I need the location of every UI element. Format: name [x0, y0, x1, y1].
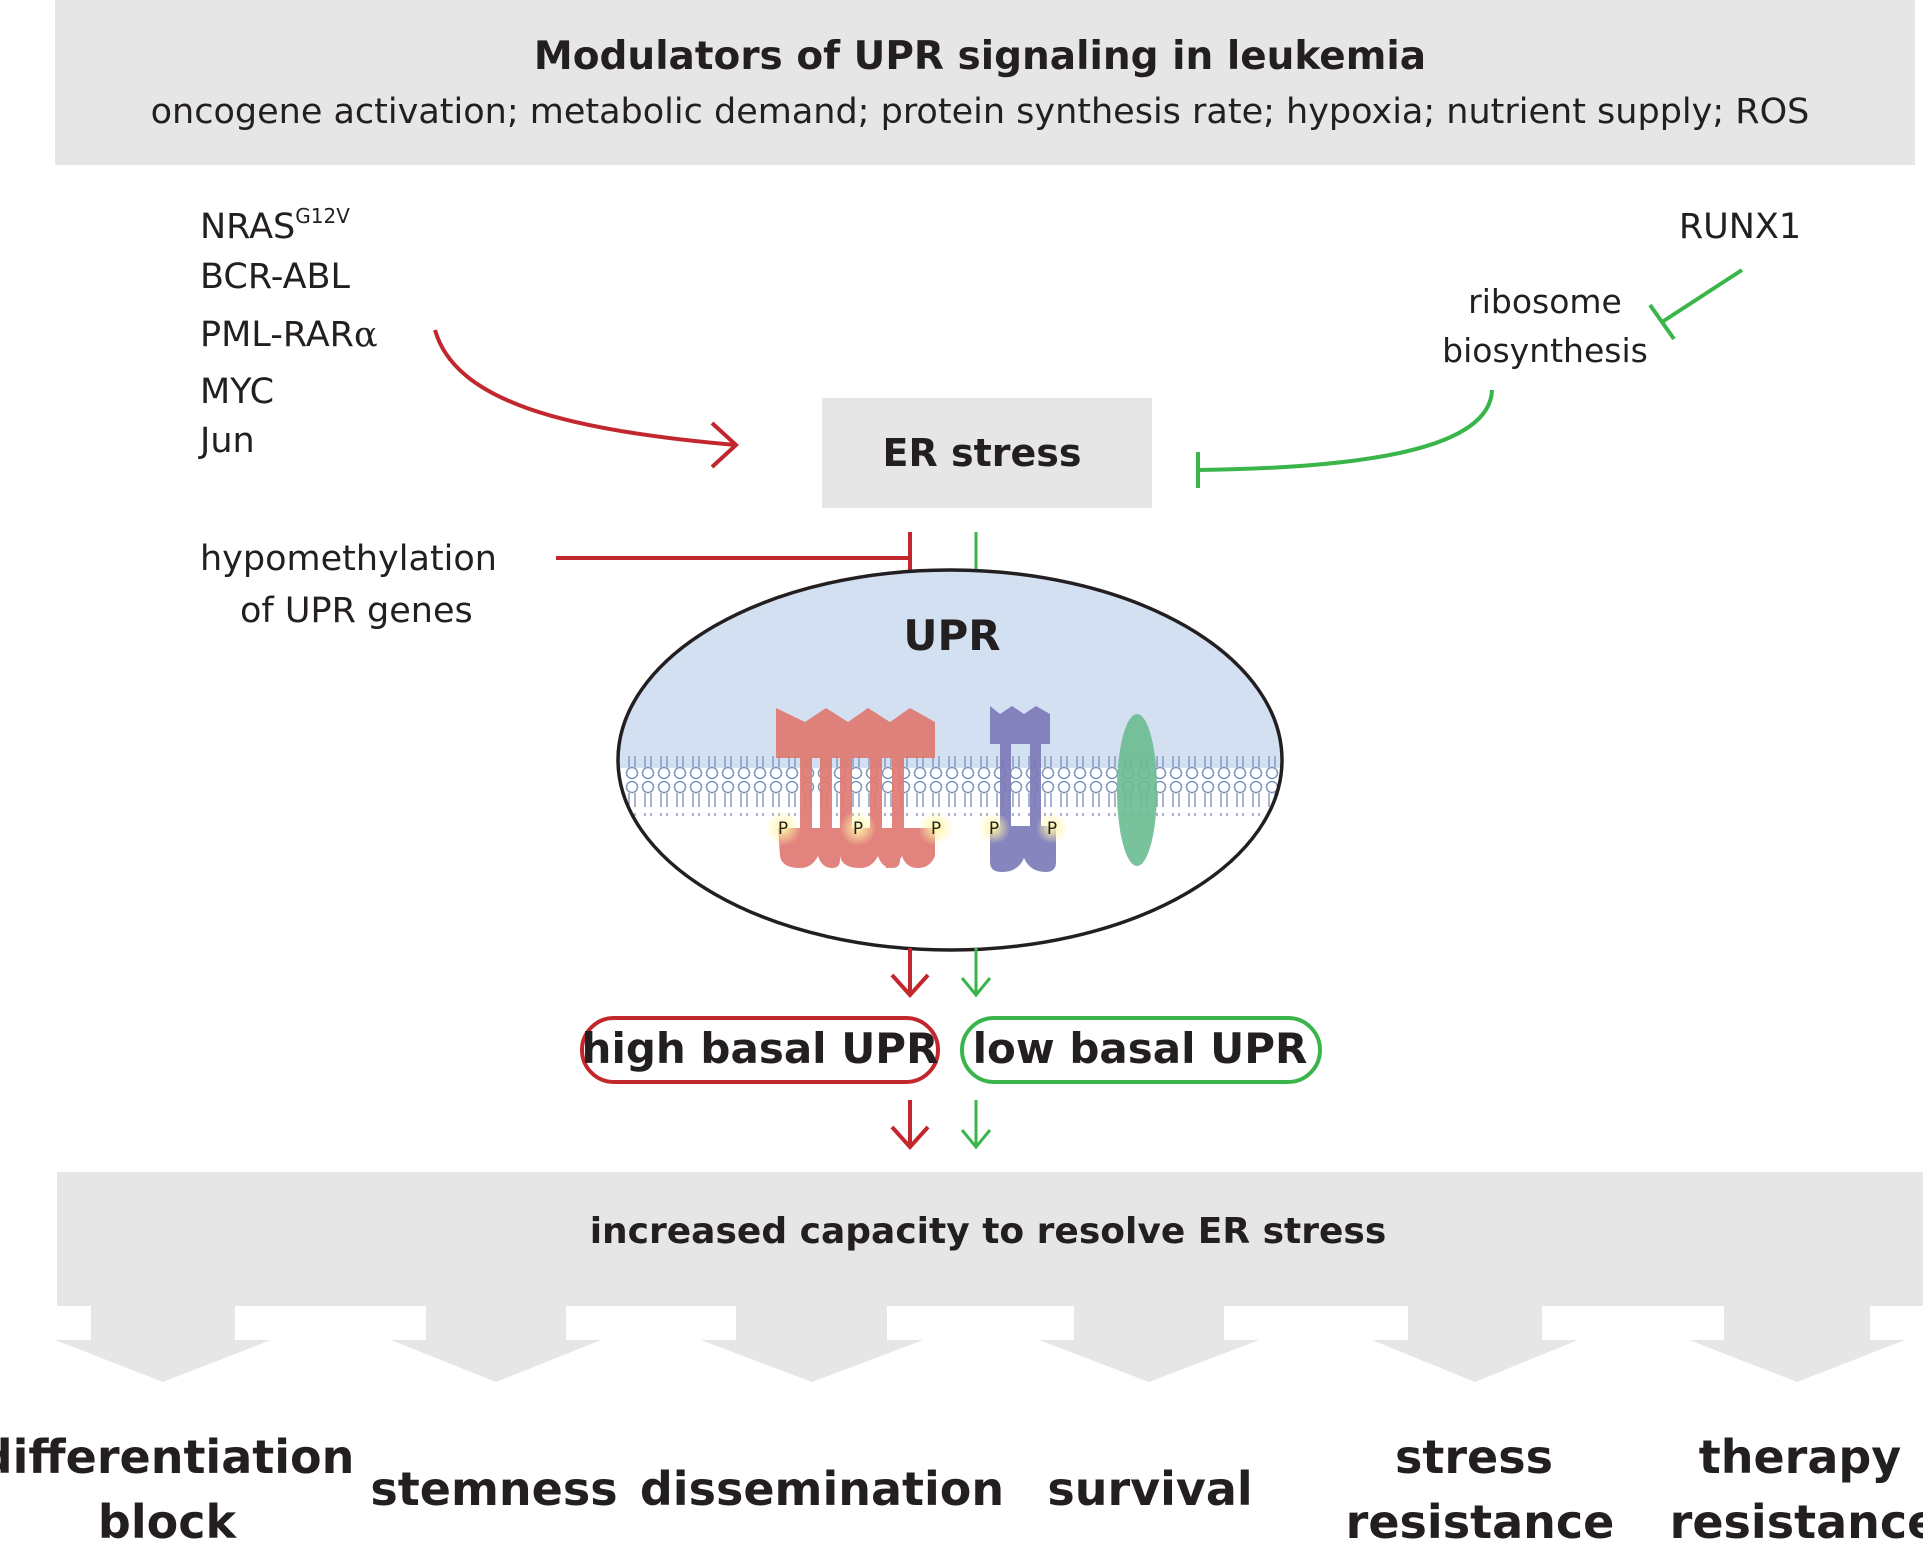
oncogene-myc: MYC [200, 372, 274, 412]
outcome-dissemination: dissemination [640, 1462, 1004, 1516]
upr-ellipse-outline [616, 568, 1284, 952]
outcome-stress-resistance-1: stress [1395, 1430, 1553, 1484]
ribosome-inhibition-line [1197, 389, 1494, 472]
upr-cell: UPR P P P P P [616, 568, 1284, 952]
oncogene-bcr-abl: BCR-ABL [200, 257, 351, 297]
capacity-label: increased capacity to resolve ER stress [590, 1211, 1387, 1252]
runx1-inhibition-line [1660, 268, 1744, 324]
high-basal-upr-label: high basal UPR [582, 1024, 939, 1073]
phospho-label-3: P [931, 819, 941, 839]
hypomethylation-line2: of UPR genes [240, 591, 473, 631]
runx1-label: RUNX1 [1679, 207, 1801, 247]
runx1-inhibition-bar [1648, 303, 1676, 341]
low-basal-upr-box [960, 1016, 1322, 1084]
outcome-differentiation-block-2: block [98, 1495, 238, 1549]
outcome-therapy-resistance-1: therapy [1699, 1430, 1902, 1484]
phospho-label-4: P [989, 819, 999, 839]
phospho-label-2: P [853, 819, 863, 839]
green-receptor [1117, 714, 1157, 866]
high-basal-upr-box [580, 1016, 940, 1084]
outcome-stress-resistance-2: resistance [1346, 1495, 1615, 1549]
er-stress-box [822, 398, 1152, 508]
outcome-differentiation-block-1: differentiation [0, 1430, 354, 1484]
header-subtitle: oncogene activation; metabolic demand; p… [151, 92, 1810, 132]
phospho-label-5: P [1047, 819, 1057, 839]
low-basal-upr-label: low basal UPR [973, 1024, 1308, 1073]
hypomethylation-line1: hypomethylation [200, 539, 497, 579]
ribosome-label-line2: biosynthesis [1442, 331, 1648, 370]
oncogene-activation-arrow [433, 329, 737, 447]
outcome-therapy-resistance-2: resistance [1670, 1495, 1923, 1549]
oncogene-jun: Jun [198, 421, 255, 461]
capacity-panel [55, 1172, 1923, 1382]
header-panel [55, 0, 1915, 165]
oncogene-nras: NRASG12V [200, 204, 350, 247]
upr-label: UPR [903, 611, 1000, 660]
lipid-bilayer [624, 756, 1280, 816]
outcome-stemness: stemness [370, 1462, 617, 1516]
oncogene-arrowhead [710, 421, 739, 469]
ribosome-label-line1: ribosome [1468, 282, 1622, 321]
er-stress-label: ER stress [883, 431, 1082, 475]
oncogene-pml-rar: PML-RARα [200, 315, 378, 355]
phospho-label-1: P [778, 819, 788, 839]
header-title: Modulators of UPR signaling in leukemia [534, 34, 1426, 79]
outcome-survival: survival [1047, 1462, 1252, 1516]
